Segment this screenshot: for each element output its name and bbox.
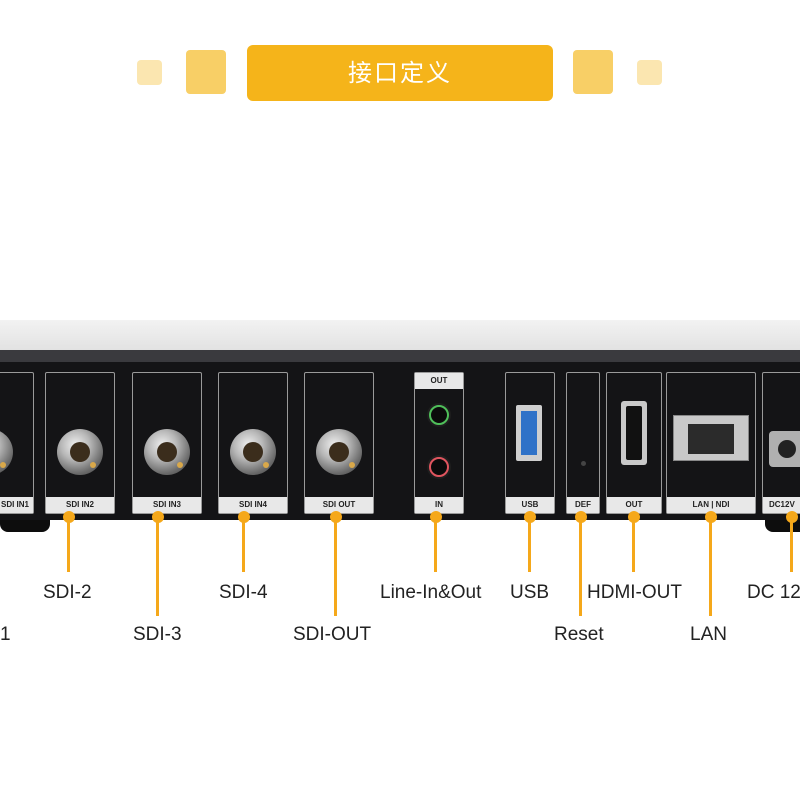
leader-dot — [238, 511, 250, 523]
device-top-edge — [0, 350, 800, 364]
dc-port: DC12V — [762, 372, 800, 514]
leader-line — [156, 520, 159, 616]
header-square-small-right — [637, 60, 662, 85]
leader-line — [242, 520, 245, 572]
callout-sdi-1: 1 — [0, 624, 11, 645]
leader-line — [434, 520, 437, 572]
reset-hole-icon — [581, 461, 586, 466]
bnc-connector-icon — [144, 429, 190, 475]
leader-dot — [430, 511, 442, 523]
leader-dot — [63, 511, 75, 523]
sdi-in1-port: SDI IN1 — [0, 372, 34, 514]
lan-port: LAN | NDI — [666, 372, 756, 514]
leader-dot — [705, 511, 717, 523]
audio-in-jack-icon — [427, 455, 451, 479]
sdi-in2-label: SDI IN2 — [46, 497, 114, 513]
callout-dc: DC 12 — [747, 582, 800, 603]
header-square-small-left — [137, 60, 162, 85]
callout-sdi-4: SDI-4 — [219, 582, 268, 603]
lan-label: LAN | NDI — [667, 497, 755, 513]
bnc-connector-icon — [0, 429, 13, 475]
leader-line — [579, 520, 582, 616]
leader-line — [790, 520, 793, 572]
sdi-in1-label: SDI IN1 — [0, 497, 33, 513]
header-square-right — [573, 50, 613, 94]
callout-sdi-2: SDI-2 — [43, 582, 92, 603]
leader-dot — [575, 511, 587, 523]
leader-line — [709, 520, 712, 616]
sdi-in4-port: SDI IN4 — [218, 372, 288, 514]
audio-port: OUT IN — [414, 372, 464, 514]
callout-lan: LAN — [690, 624, 727, 645]
leader-line — [334, 520, 337, 616]
usb-label: USB — [506, 497, 554, 513]
callout-line-in-out: Line-In&Out — [380, 582, 482, 603]
hdmi-out-port: OUT — [606, 372, 662, 514]
dc-label: DC12V — [763, 497, 800, 513]
leader-dot — [152, 511, 164, 523]
callout-sdi-3: SDI-3 — [133, 624, 182, 645]
audio-out-label: OUT — [415, 373, 463, 389]
hdmi-out-label: OUT — [607, 497, 661, 513]
leader-line — [632, 520, 635, 572]
sdi-in2-port: SDI IN2 — [45, 372, 115, 514]
sdi-out-port: SDI OUT — [304, 372, 374, 514]
header-square-left — [186, 50, 226, 94]
def-label: DEF — [567, 497, 599, 513]
reset-port: DEF — [566, 372, 600, 514]
bnc-connector-icon — [316, 429, 362, 475]
leader-dot — [330, 511, 342, 523]
audio-out-jack-icon — [427, 403, 451, 427]
device-foot-left — [0, 520, 50, 532]
ethernet-connector-icon — [673, 415, 749, 461]
callout-reset: Reset — [554, 624, 604, 645]
leader-dot — [524, 511, 536, 523]
sdi-in3-port: SDI IN3 — [132, 372, 202, 514]
hdmi-connector-icon — [621, 401, 647, 465]
bnc-connector-icon — [57, 429, 103, 475]
sdi-in4-label: SDI IN4 — [219, 497, 287, 513]
callout-hdmi-out: HDMI-OUT — [587, 582, 682, 603]
bnc-connector-icon — [230, 429, 276, 475]
sdi-out-label: SDI OUT — [305, 497, 373, 513]
usb-connector-icon — [516, 405, 542, 461]
usb-port: USB — [505, 372, 555, 514]
device-rear-panel: SDI IN1 SDI IN2 SDI IN3 SDI IN4 SDI OUT … — [0, 362, 800, 520]
leader-line — [528, 520, 531, 572]
sdi-in3-label: SDI IN3 — [133, 497, 201, 513]
page-title: 接口定义 — [247, 45, 553, 101]
leader-dot — [628, 511, 640, 523]
callout-sdi-out: SDI-OUT — [293, 624, 372, 645]
leader-line — [67, 520, 70, 572]
audio-in-label: IN — [415, 497, 463, 513]
dc-power-jack-icon — [769, 431, 800, 467]
leader-dot — [786, 511, 798, 523]
callout-usb: USB — [510, 582, 550, 603]
